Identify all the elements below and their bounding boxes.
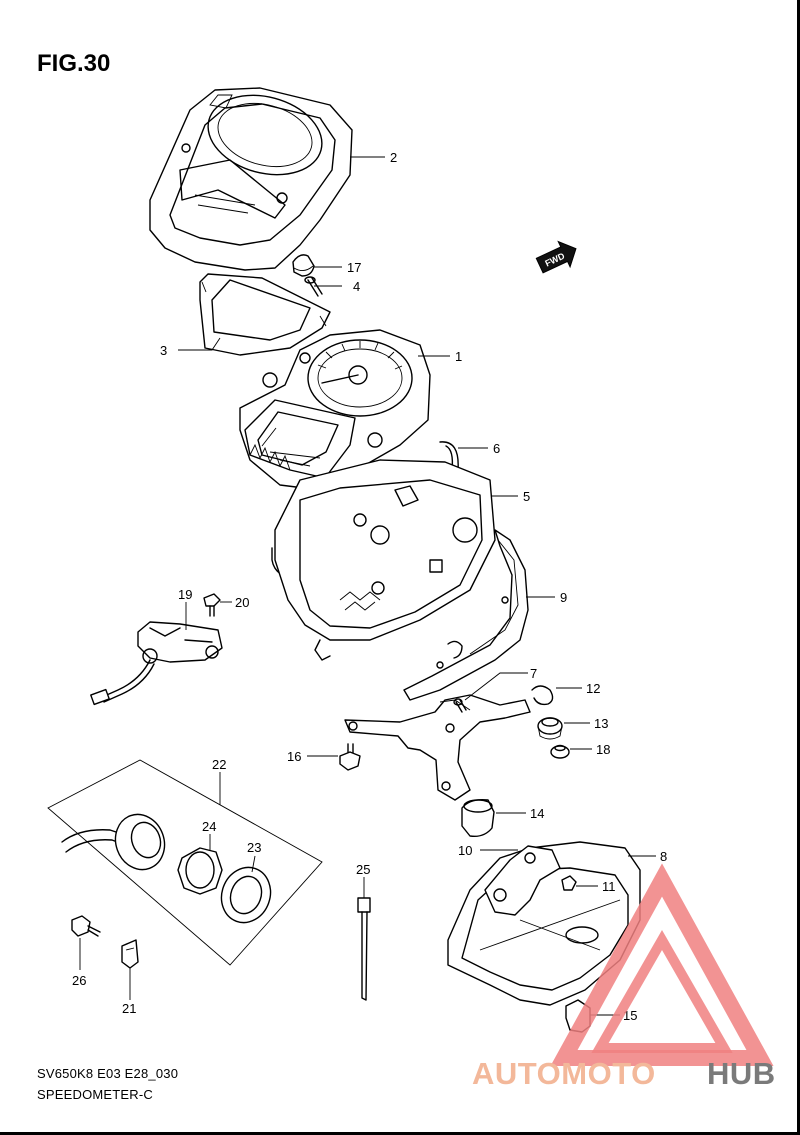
figure-title: FIG.30 [37,50,111,77]
part-4-screw[interactable] [304,276,323,297]
callout-21: 21 [122,1001,136,1016]
part-25-cable-tie[interactable] [357,897,371,1001]
callout-1: 1 [455,349,462,364]
part-26-screw[interactable] [71,915,101,937]
part-11-screw[interactable] [561,875,577,891]
part-20-bolt[interactable] [203,593,221,617]
part-19-sensor[interactable] [90,621,223,706]
callout-26: 26 [72,973,86,988]
callout-13: 13 [594,716,608,731]
callout-6: 6 [493,441,500,456]
callout-numbers: 2 17 4 3 1 6 5 9 19 20 7 12 13 18 16 14 … [72,150,667,1023]
watermark-text-a: AUTOMOTO [472,1056,656,1091]
leader-lines [79,156,656,1016]
part-2-meter-cover[interactable] [149,83,353,271]
callout-23: 23 [247,840,261,855]
part-17-grommet[interactable] [292,254,315,277]
part-3-lens-panel[interactable] [199,273,331,356]
callout-12: 12 [586,681,600,696]
callout-5: 5 [523,489,530,504]
part-10-bracket[interactable] [484,845,561,916]
callout-25: 25 [356,862,370,877]
callout-9: 9 [560,590,567,605]
part-22-bulb-kit[interactable] [47,759,323,966]
part-14-grommet[interactable] [461,798,495,838]
callout-15: 15 [623,1008,637,1023]
callout-2: 2 [390,150,397,165]
part-13-grommet[interactable] [537,717,563,740]
part-16-bolt[interactable] [339,743,361,771]
part-5-meter-case[interactable] [274,459,496,661]
frame-bottom-edge [0,1132,800,1135]
part-21-clip[interactable] [121,939,139,969]
part-7-bracket[interactable] [344,694,531,801]
callout-4: 4 [353,279,360,294]
part-1-speedometer-assembly[interactable] [239,329,431,491]
part-15a-clip[interactable] [447,640,463,659]
watermark-triangle-icon [550,863,774,1066]
callout-10: 10 [458,843,472,858]
callout-19: 19 [178,587,192,602]
callout-3: 3 [160,343,167,358]
callout-20: 20 [235,595,249,610]
callout-16: 16 [287,749,301,764]
frame-right-edge [797,0,800,1135]
callout-11: 11 [602,879,616,894]
callout-8: 8 [660,849,667,864]
diagram-name: SPEEDOMETER-C [37,1087,154,1102]
part-23-ring[interactable] [214,860,278,929]
part-12-clip[interactable] [531,685,554,706]
callout-24: 24 [202,819,216,834]
callout-7: 7 [530,666,537,681]
fwd-arrow-icon: FWD [535,240,577,274]
watermark-text-b: HUB [707,1056,776,1091]
callout-17: 17 [347,260,361,275]
part-24-socket[interactable] [177,847,223,895]
part-screw-small[interactable] [453,698,467,713]
part-18-collar[interactable] [550,744,570,759]
callout-14: 14 [530,806,544,821]
watermark-logo: AUTOMOTO HUB [472,863,776,1091]
callout-18: 18 [596,742,610,757]
part-9-cushion[interactable] [403,529,529,701]
model-code: SV650K8 E03 E28_030 [37,1066,179,1081]
callout-22: 22 [212,757,226,772]
